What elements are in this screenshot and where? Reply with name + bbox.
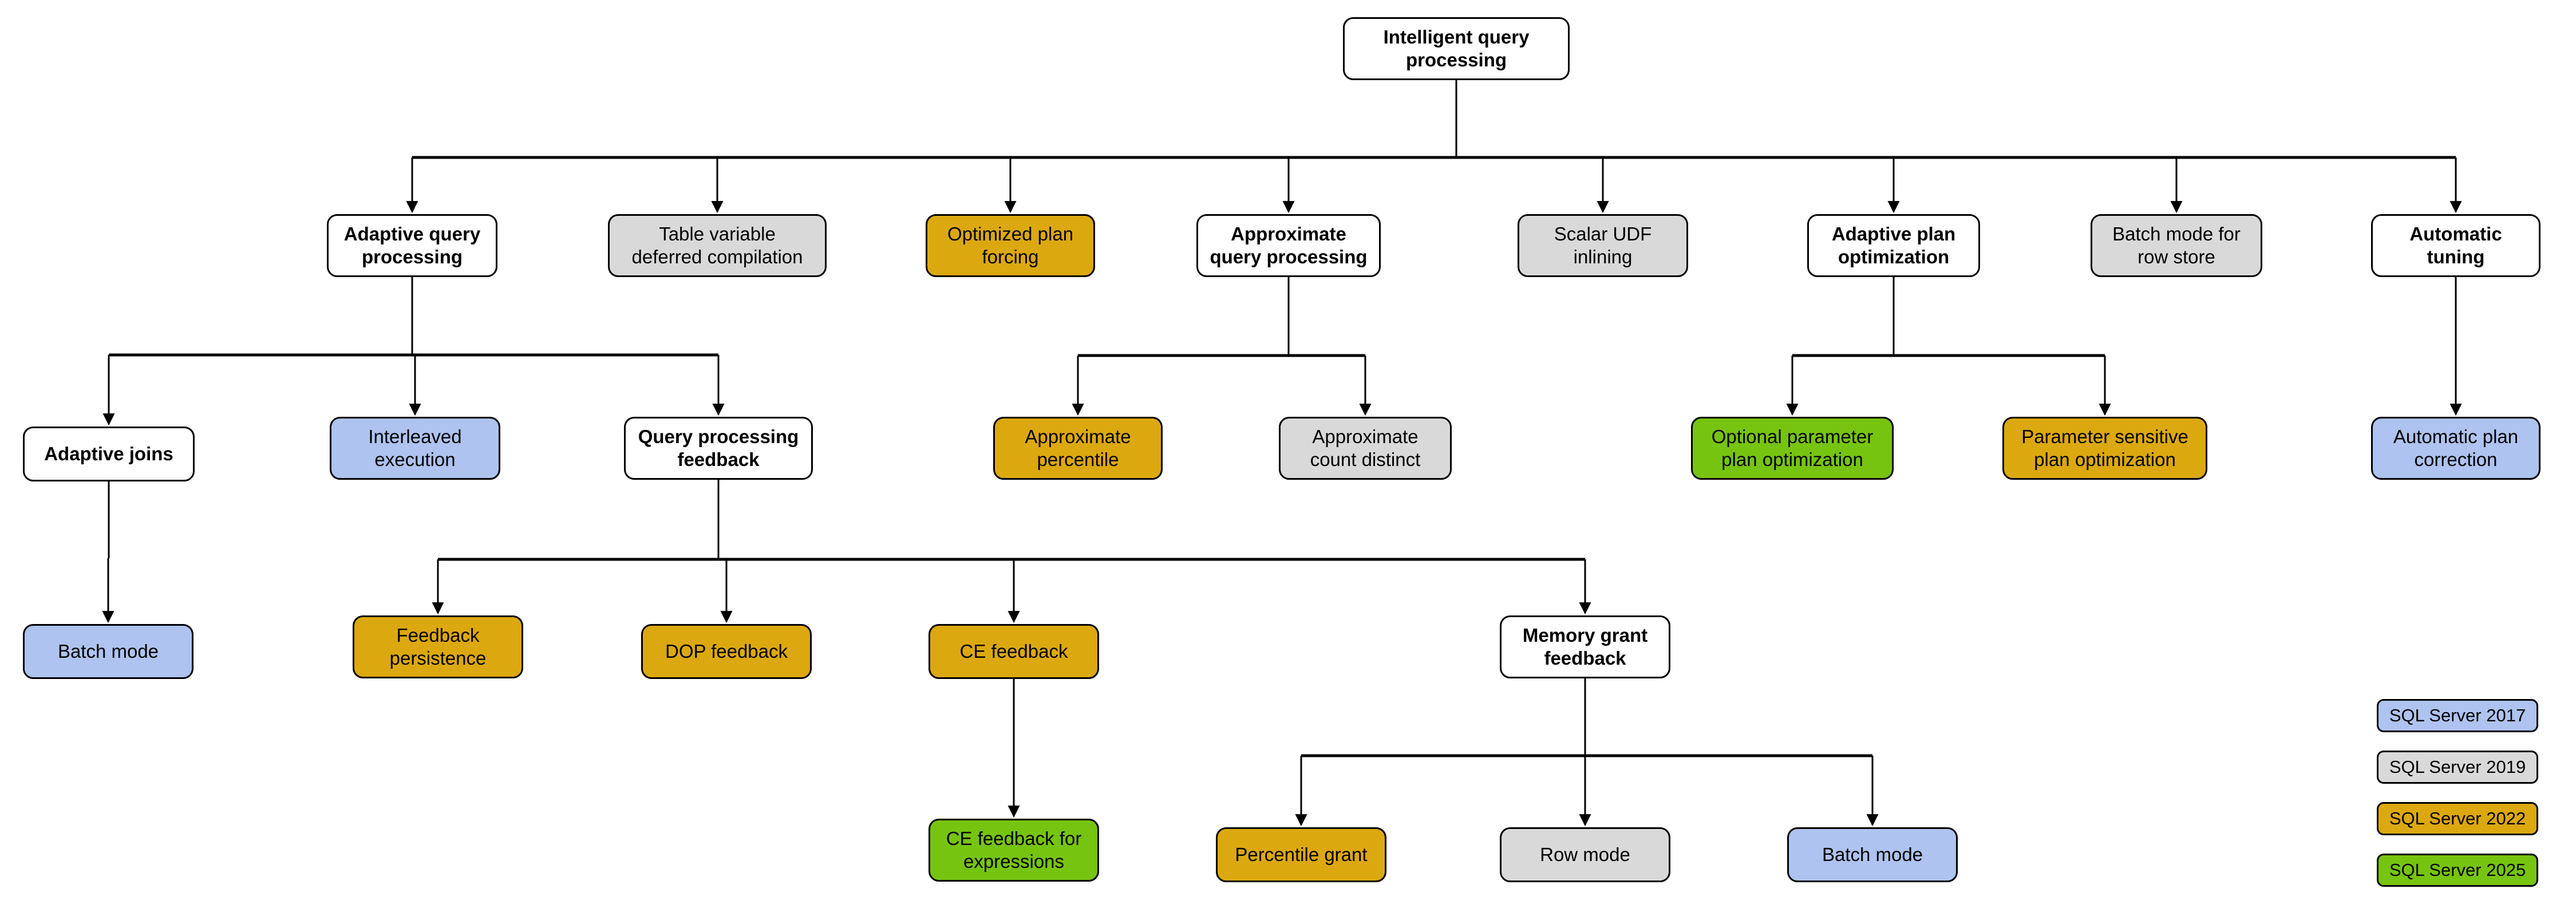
node-pctgrant[interactable]: Percentile grant xyxy=(1216,827,1386,882)
legend-item-sql-server-2022: SQL Server 2022 xyxy=(2377,802,2538,835)
node-dopfb[interactable]: DOP feedback xyxy=(641,624,812,679)
node-label: Percentile grant xyxy=(1235,843,1368,865)
node-batchmode2[interactable]: Batch mode xyxy=(1787,827,1958,882)
node-adaptjoins[interactable]: Adaptive joins xyxy=(23,427,195,481)
node-cefb[interactable]: CE feedback xyxy=(929,624,1099,679)
node-label: CE feedback xyxy=(959,640,1068,662)
legend-item-sql-server-2017: SQL Server 2017 xyxy=(2377,699,2538,732)
node-batchmode1[interactable]: Batch mode xyxy=(23,624,193,679)
legend-item-sql-server-2025: SQL Server 2025 xyxy=(2377,854,2538,887)
node-label: Batch mode xyxy=(1822,843,1923,865)
node-label: Adaptive joins xyxy=(44,443,173,464)
node-rowmode[interactable]: Row mode xyxy=(1500,827,1670,882)
legend-item-sql-server-2019: SQL Server 2019 xyxy=(2377,751,2538,784)
node-label: DOP feedback xyxy=(665,640,788,662)
node-label: Batch mode xyxy=(57,640,159,662)
node-label: Row mode xyxy=(1540,843,1630,865)
